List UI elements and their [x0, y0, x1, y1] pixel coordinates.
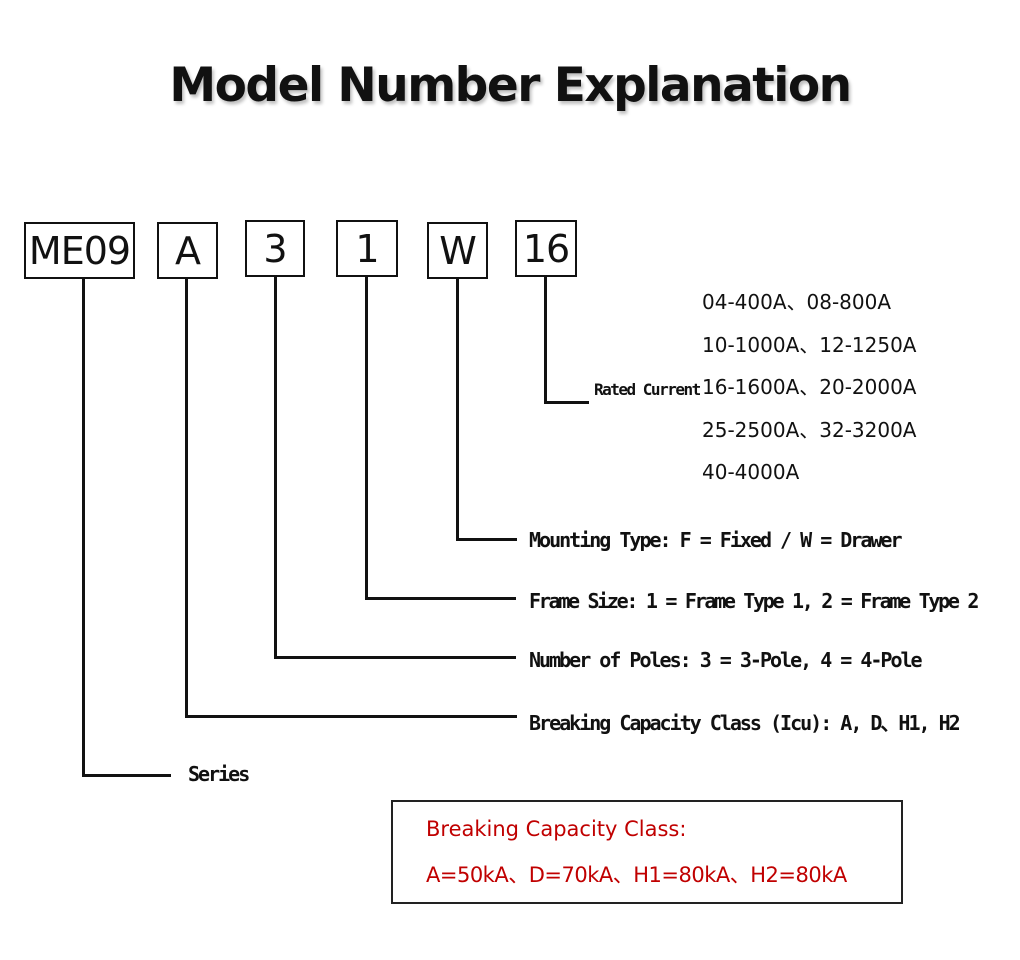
breaking-capacity-note: Breaking Capacity Class: A=50kA、D=70kA、H… [391, 800, 903, 904]
series-label: Series [188, 762, 250, 786]
connector-line-frame-size-horizontal [365, 597, 516, 600]
mounting-type-label: Mounting Type: F = Fixed / W = Drawer [529, 528, 903, 552]
rated-current-value: 16-1600A、20-2000A [702, 375, 917, 399]
connector-line-breaking-class-vertical [185, 279, 188, 717]
code-box-rated-current: 16 [515, 220, 577, 277]
poles-label: Number of Poles: 3 = 3-Pole, 4 = 4-Pole [529, 648, 923, 672]
rated-current-value: 04-400A、08-800A [702, 290, 892, 314]
model-number-diagram: Model Number Explanation ME09 A 3 1 W 16… [24, 58, 980, 904]
code-box-breaking-class: A [157, 222, 218, 279]
connector-line-mounting-type-horizontal [456, 538, 517, 541]
connector-line-series-vertical [82, 279, 85, 776]
code-box-frame-size: 1 [336, 220, 398, 277]
connector-line-poles-horizontal [274, 656, 516, 659]
note-body: A=50kA、D=70kA、H1=80kA、H2=80kA [426, 863, 847, 887]
note-title: Breaking Capacity Class: [426, 817, 687, 841]
connector-line-frame-size-vertical [365, 277, 368, 599]
connector-line-rated-current-horizontal [544, 401, 589, 404]
connector-line-rated-current-vertical [544, 277, 547, 403]
connector-line-series-horizontal [82, 774, 171, 777]
rated-current-value: 25-2500A、32-3200A [702, 417, 917, 442]
connector-line-breaking-class-horizontal [185, 715, 517, 718]
rated-current-label: Rated Current [594, 380, 701, 399]
code-box-series: ME09 [24, 222, 135, 279]
breaking-class-label: Breaking Capacity Class (Icu): A, D、H1, … [529, 711, 961, 735]
rated-current-values: 04-400A、08-800A 10-1000A、12-1250A 16-160… [702, 281, 917, 494]
page-title: Model Number Explanation [169, 58, 852, 113]
rated-current-value: 40-4000A [702, 460, 800, 484]
code-box-poles: 3 [245, 220, 305, 277]
connector-line-mounting-type-vertical [456, 279, 459, 540]
connector-line-poles-vertical [274, 277, 277, 658]
frame-size-label: Frame Size: 1 = Frame Type 1, 2 = Frame … [529, 589, 979, 613]
rated-current-value: 10-1000A、12-1250A [702, 332, 917, 357]
code-box-mounting-type: W [427, 222, 488, 279]
